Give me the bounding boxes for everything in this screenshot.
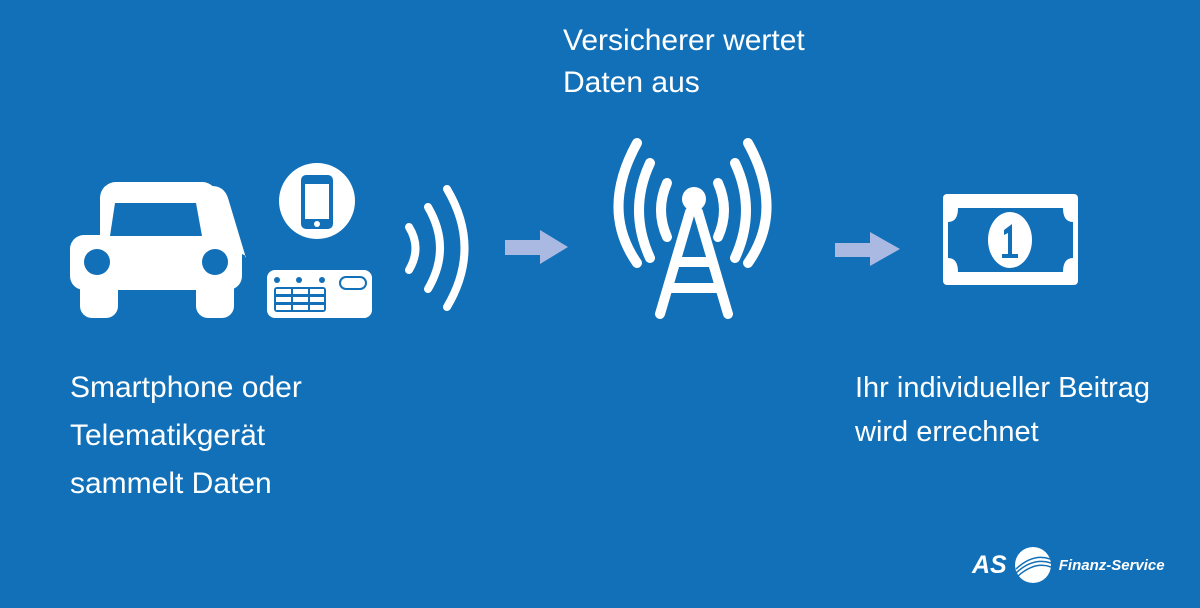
caption-line: sammelt Daten [70,467,272,500]
caption-line: Smartphone oder [70,371,302,404]
logo-name: Finanz-Service [1058,556,1165,574]
arrow-right-icon [835,232,900,266]
caption-line: wird errechnet [855,416,1039,448]
arrow-right-icon [505,230,568,264]
signal-waves-icon [405,185,469,311]
banknote-icon [943,194,1078,285]
logo-brand: AS [972,550,1007,579]
step-2-caption: Versicherer wertet Daten aus [563,20,805,104]
radio-tower-icon [613,138,772,319]
car-icon [70,182,246,318]
caption-line: Versicherer wertet [563,24,805,57]
globe-icon [1014,547,1051,583]
step-1-caption: Smartphone oder Telematikgerät sammelt D… [70,364,302,508]
step-3-caption: Ihr individueller Beitrag wird errechnet [855,366,1150,454]
telematics-device-icon [267,270,372,318]
caption-line: Daten aus [563,66,700,99]
caption-line: Telematikgerät [70,419,266,452]
caption-line: Ihr individueller Beitrag [855,372,1150,404]
smartphone-icon [279,163,355,239]
company-logo: AS Finanz-Service [972,545,1165,585]
